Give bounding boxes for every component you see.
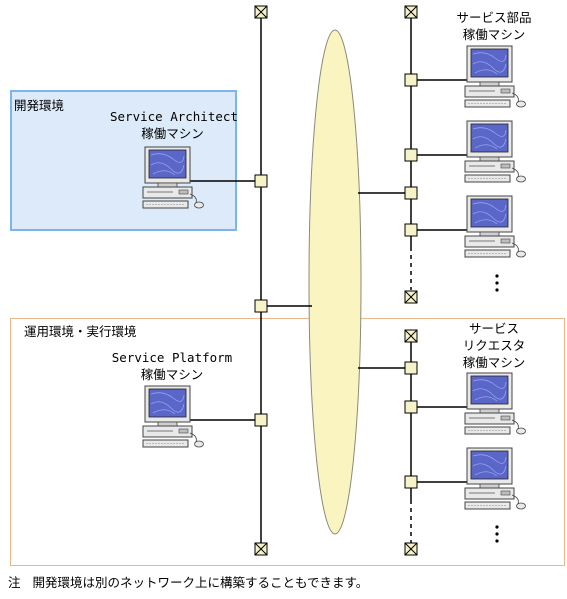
- service-platform-role: 稼働マシン: [140, 367, 204, 382]
- service-requester-type: リクエスタ: [462, 338, 526, 353]
- requester-more-dots: [495, 525, 499, 543]
- footnote: 注開発環境は別のネットワーク上に構築することもできます。: [8, 572, 368, 591]
- computer-icon: [142, 146, 204, 209]
- junction-requester-1: [404, 400, 418, 414]
- service-parts-label: サービス部品 稼働マシン: [444, 9, 544, 43]
- computer-icon: [464, 195, 526, 258]
- service-requester-role: 稼働マシン: [462, 355, 526, 370]
- computer-icon: [464, 120, 526, 183]
- parts-more-dots: [495, 274, 499, 292]
- terminator-parts-bottom: [404, 290, 418, 304]
- junction-parts-3: [404, 223, 418, 237]
- junction-parts-1: [404, 73, 418, 87]
- computer-icon: [464, 447, 526, 510]
- service-parts-name: サービス部品: [456, 10, 532, 25]
- dev-environment-label: 開発環境: [14, 98, 65, 113]
- service-architect-name: Service Architect: [110, 109, 238, 124]
- dev-environment-region: [10, 90, 237, 231]
- junction-platform: [254, 413, 268, 427]
- terminator-main-top: [254, 5, 268, 19]
- computer-icon: [464, 45, 526, 108]
- service-platform-name: Service Platform: [111, 350, 233, 365]
- junction-parts-2: [404, 148, 418, 162]
- network-ellipse: [308, 29, 362, 535]
- computer-icon: [142, 385, 204, 448]
- junction-architect: [254, 174, 268, 188]
- junction-requester-2: [404, 475, 418, 489]
- junction-parts-network: [404, 186, 418, 200]
- service-parts-role: 稼働マシン: [462, 27, 526, 42]
- service-requester-name: サービス: [468, 321, 519, 336]
- junction-main-network: [254, 299, 268, 313]
- service-requester-label: サービス リクエスタ 稼働マシン: [444, 320, 544, 371]
- ops-environment-label: 運用環境・実行環境: [24, 324, 137, 339]
- service-platform-label: Service Platform 稼働マシン: [108, 349, 236, 383]
- terminator-parts-top: [404, 5, 418, 19]
- footnote-mark: 注: [8, 575, 21, 590]
- service-architect-role: 稼働マシン: [141, 126, 204, 141]
- terminator-main-bottom: [254, 542, 268, 556]
- terminator-requester-bottom: [404, 542, 418, 556]
- computer-icon: [464, 372, 526, 435]
- ops-environment-region: [10, 318, 565, 566]
- footnote-text: 開発環境は別のネットワーク上に構築することもできます。: [32, 575, 369, 590]
- junction-requester-network: [404, 361, 418, 375]
- terminator-requester-top: [404, 329, 418, 343]
- service-architect-label: Service Architect 稼働マシン: [110, 108, 238, 142]
